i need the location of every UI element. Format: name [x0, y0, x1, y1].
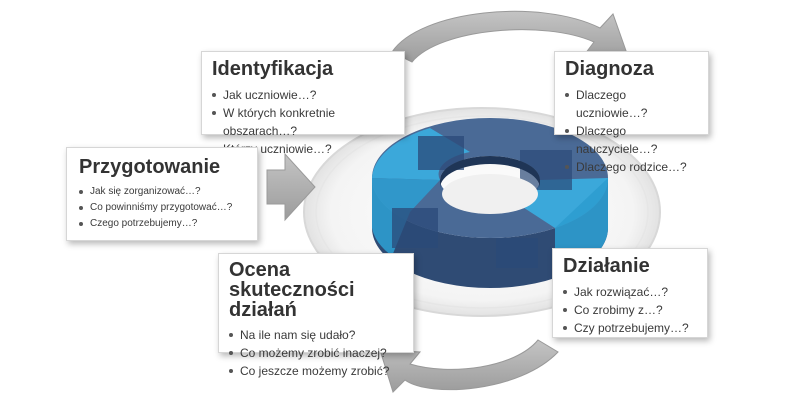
card-title: Działanie: [563, 255, 650, 277]
bullet-item: Jak się zorganizować…?: [79, 184, 245, 200]
card-title-line-2: działań: [229, 299, 297, 321]
bullet-list: Jak rozwiązać…? Co zrobimy z…? Czy potrz…: [563, 283, 697, 337]
card-przygotowanie: Przygotowanie Jak się zorganizować…? Co …: [66, 147, 258, 241]
cycle-arrow-bottom: [379, 339, 559, 393]
bullet-item: Czy potrzebujemy…?: [563, 319, 697, 337]
ring-hole-floor: [442, 174, 538, 214]
card-identyfikacja: Identyfikacja Jak uczniowie…? W których …: [201, 51, 405, 156]
ring-segment-light-right: [515, 178, 608, 228]
card-dzialanie: Działanie Jak rozwiązać…? Co zrobimy z…?…: [552, 248, 708, 338]
base-plate-inner: [315, 115, 649, 309]
bullet-item: Jak rozwiązać…?: [563, 283, 697, 301]
bullet-item: Jak uczniowie…?: [212, 86, 394, 104]
ring-side: [372, 178, 608, 288]
ring-overlay-4: [496, 238, 538, 268]
card-title-line-1: Ocena skuteczności: [229, 259, 355, 301]
bullet-item: Co zrobimy z…?: [563, 301, 697, 319]
card-diagnoza: Diagnoza Dlaczego uczniowie…? Dlaczego n…: [554, 51, 709, 174]
ring-overlay-3: [392, 208, 438, 248]
card-title: Przygotowanie: [79, 156, 221, 178]
bullet-item: Czego potrzebujemy…?: [79, 216, 245, 232]
bullet-list: Jak się zorganizować…? Co powinniśmy prz…: [79, 184, 245, 232]
bullet-item: W których konkretnie obszarach…?: [212, 104, 394, 140]
bullet-item: Co możemy zrobić inaczej?: [229, 344, 403, 362]
card-title: Identyfikacja: [212, 58, 334, 80]
bullet-item: Co jeszcze możemy zrobić?: [229, 362, 403, 380]
bullet-item: Dlaczego nauczyciele…?: [565, 122, 698, 158]
bullet-item: Na ile nam się udało?: [229, 326, 403, 344]
ring-hole: [440, 156, 540, 188]
cycle-ring: [372, 118, 608, 288]
bullet-list: Na ile nam się udało? Co możemy zrobić i…: [229, 326, 403, 380]
bullet-item: Dlaczego uczniowie…?: [565, 86, 698, 122]
bullet-item: Dlaczego rodzice…?: [565, 158, 698, 176]
bullet-list: Dlaczego uczniowie…? Dlaczego nauczyciel…: [565, 86, 698, 176]
card-title: Diagnoza: [565, 58, 654, 80]
right-arrow: [266, 152, 316, 222]
bullet-item: Co powinniśmy przygotować…?: [79, 200, 245, 216]
card-ocena-skutecznosci: Ocena skuteczności działań Na ile nam si…: [218, 253, 414, 378]
